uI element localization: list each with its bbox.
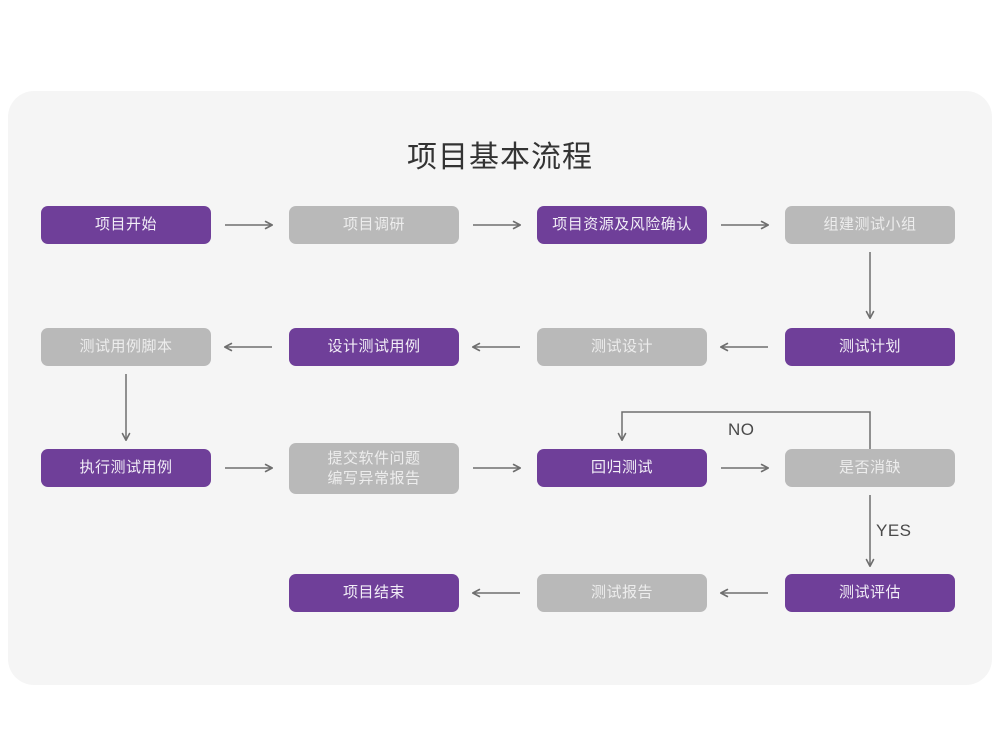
node-test-plan[interactable]: 测试计划 [785, 328, 955, 366]
node-project-end[interactable]: 项目结束 [289, 574, 459, 612]
node-design-test-case[interactable]: 设计测试用例 [289, 328, 459, 366]
edge-label-yes: YES [876, 521, 912, 540]
node-regression-test[interactable]: 回归测试 [537, 449, 707, 487]
node-project-research[interactable]: 项目调研 [289, 206, 459, 244]
node-test-evaluation[interactable]: 测试评估 [785, 574, 955, 612]
node-submit-defect-report[interactable]: 提交软件问题 编写异常报告 [289, 443, 459, 494]
node-execute-test-case[interactable]: 执行测试用例 [41, 449, 211, 487]
node-form-test-team[interactable]: 组建测试小组 [785, 206, 955, 244]
edge-label-no: NO [728, 420, 755, 439]
node-resource-risk-confirm[interactable]: 项目资源及风险确认 [537, 206, 707, 244]
page-title: 项目基本流程 [407, 141, 593, 174]
node-test-report[interactable]: 测试报告 [537, 574, 707, 612]
node-test-case-script[interactable]: 测试用例脚本 [41, 328, 211, 366]
node-test-design[interactable]: 测试设计 [537, 328, 707, 366]
node-defect-cleared[interactable]: 是否消缺 [785, 449, 955, 487]
node-project-start[interactable]: 项目开始 [41, 206, 211, 244]
